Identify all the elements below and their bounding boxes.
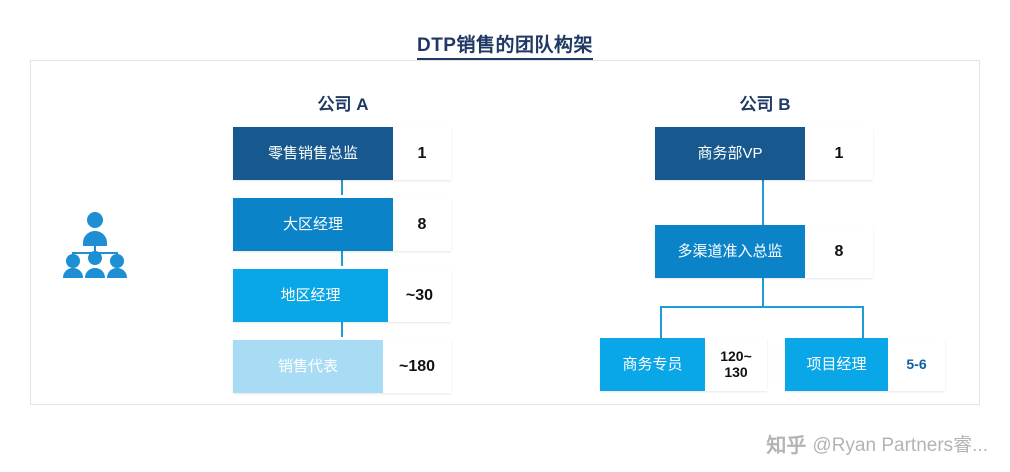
node-a-0-count: 1 bbox=[393, 127, 451, 180]
connector-b-right bbox=[862, 306, 864, 338]
node-b-2[interactable]: 商务专员 120~ 130 bbox=[600, 338, 767, 391]
people-group-icon bbox=[55, 208, 135, 278]
connector-a-1 bbox=[341, 180, 343, 195]
connector-a-2 bbox=[341, 251, 343, 266]
watermark: 知乎 @Ryan Partners睿... bbox=[766, 429, 988, 458]
node-b-3[interactable]: 项目经理 5-6 bbox=[785, 338, 945, 391]
node-a-1[interactable]: 大区经理 8 bbox=[233, 198, 451, 251]
connector-b-left bbox=[660, 306, 662, 338]
node-b-2-count: 120~ 130 bbox=[705, 338, 767, 391]
node-b-1[interactable]: 多渠道准入总监 8 bbox=[655, 225, 873, 278]
node-a-2-count: ~30 bbox=[388, 269, 451, 322]
node-a-0-label: 零售销售总监 bbox=[233, 127, 393, 180]
node-a-2-label: 地区经理 bbox=[233, 269, 388, 322]
node-a-1-label: 大区经理 bbox=[233, 198, 393, 251]
node-a-3-count: ~180 bbox=[383, 340, 451, 393]
page-title: DTP销售的团队构架 bbox=[0, 30, 1010, 60]
column-header-company-a: 公司 A bbox=[317, 95, 369, 114]
node-b-0-count: 1 bbox=[805, 127, 873, 180]
node-a-0[interactable]: 零售销售总监 1 bbox=[233, 127, 451, 180]
node-a-2[interactable]: 地区经理 ~30 bbox=[233, 269, 451, 322]
node-a-3[interactable]: 销售代表 ~180 bbox=[233, 340, 451, 393]
connector-a-3 bbox=[341, 322, 343, 337]
watermark-logo: 知乎 bbox=[766, 435, 807, 457]
node-b-1-label: 多渠道准入总监 bbox=[655, 225, 805, 278]
node-b-3-label: 项目经理 bbox=[785, 338, 888, 391]
connector-b-1 bbox=[762, 180, 764, 226]
watermark-text: @Ryan Partners睿... bbox=[812, 435, 988, 456]
node-b-3-count: 5-6 bbox=[888, 338, 945, 391]
column-header-company-b: 公司 B bbox=[739, 95, 791, 114]
page-title-text: DTP销售的团队构架 bbox=[416, 35, 593, 60]
node-a-1-count: 8 bbox=[393, 198, 451, 251]
connector-b-bus bbox=[660, 306, 864, 308]
node-b-0[interactable]: 商务部VP 1 bbox=[655, 127, 873, 180]
node-b-0-label: 商务部VP bbox=[655, 127, 805, 180]
node-b-2-label: 商务专员 bbox=[600, 338, 705, 391]
connector-b-2 bbox=[762, 278, 764, 306]
node-a-3-label: 销售代表 bbox=[233, 340, 383, 393]
node-b-1-count: 8 bbox=[805, 225, 873, 278]
